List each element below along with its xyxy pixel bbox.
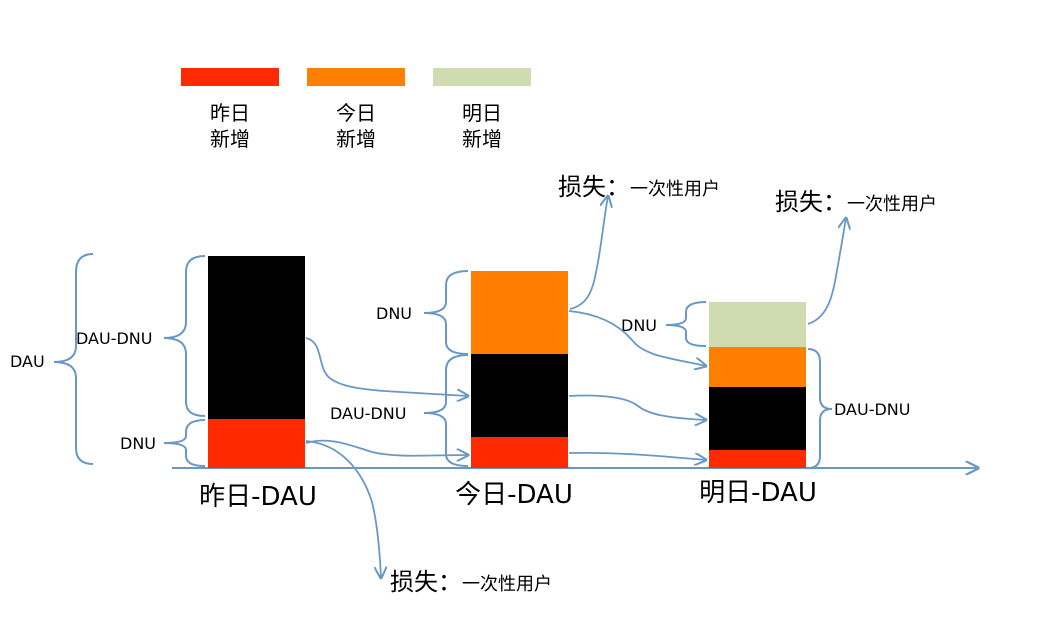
bracket-label-today-dnu: DNU	[376, 304, 412, 323]
bracket-yesterday-dnu	[163, 419, 206, 467]
loss-label-today: 损失：一次性用户	[558, 173, 720, 201]
loss-arrow-today	[569, 196, 608, 310]
bracket-tomorrow-dnu	[665, 301, 707, 347]
bar-today-dnu	[471, 271, 568, 354]
flow-arrow-today-new-to-tomorrow	[568, 310, 706, 366]
bracket-label-tomorrow-dau-dnu: DAU-DNU	[834, 400, 910, 419]
bar-today-retained-black	[471, 354, 568, 437]
bracket-today-dnu	[423, 270, 469, 355]
legend-swatch-yesterday-new	[181, 68, 279, 86]
bracket-today-dau-dnu	[423, 354, 469, 467]
bracket-tomorrow-dau-dnu	[807, 348, 833, 469]
bar-yesterday	[208, 256, 305, 468]
flow-arrows	[305, 196, 846, 578]
loss-label-today-sub: 一次性用户	[630, 179, 720, 200]
bar-today-retained-red	[471, 437, 568, 468]
loss-label-tomorrow: 损失：一次性用户	[775, 188, 937, 216]
loss-label-tomorrow-main: 损失：	[775, 188, 847, 216]
legend: 昨日 新增 今日 新增 明日 新增	[181, 68, 531, 151]
loss-label-yesterday: 损失：一次性用户	[390, 568, 552, 596]
bar-tomorrow-retained-red	[709, 450, 806, 468]
loss-label-today-main: 损失：	[558, 173, 630, 201]
flow-arrow-yesterday-new-to-today	[305, 439, 468, 456]
brackets	[53, 253, 833, 469]
flow-arrow-today-retained-to-tomorrow	[568, 394, 706, 420]
legend-label-tomorrow-l1: 明日	[462, 101, 502, 125]
bar-tomorrow	[709, 302, 806, 468]
loss-label-yesterday-sub: 一次性用户	[462, 574, 552, 595]
bar-label-tomorrow: 明日-DAU	[699, 478, 817, 508]
loss-arrow-tomorrow	[807, 218, 846, 325]
bracket-label-tomorrow-dnu: DNU	[621, 316, 657, 335]
legend-swatch-tomorrow-new	[433, 68, 531, 86]
loss-label-tomorrow-sub: 一次性用户	[847, 194, 937, 215]
bar-yesterday-dnu	[208, 419, 305, 468]
legend-label-today-l2: 新增	[336, 127, 376, 151]
bar-tomorrow-retained-black	[709, 387, 806, 450]
bar-tomorrow-dnu	[709, 302, 806, 347]
bar-label-yesterday: 昨日-DAU	[199, 482, 317, 512]
bar-yesterday-dau-dnu	[208, 256, 305, 419]
loss-label-yesterday-main: 损失：	[390, 568, 462, 596]
bracket-label-yesterday-dau-dnu: DAU-DNU	[76, 329, 152, 348]
loss-arrow-yesterday	[305, 440, 381, 578]
legend-label-today-l1: 今日	[336, 101, 376, 125]
legend-label-yesterday-l2: 新增	[210, 127, 250, 151]
flow-arrow-today-red-to-tomorrow	[568, 451, 706, 460]
legend-swatch-today-new	[307, 68, 405, 86]
bracket-yesterday-dau-dnu	[163, 255, 206, 417]
bracket-label-today-dau-dnu: DAU-DNU	[330, 404, 406, 423]
flow-arrow-yesterday-retained-to-today	[305, 337, 468, 396]
bar-today	[471, 271, 568, 468]
legend-label-tomorrow-l2: 新增	[462, 127, 502, 151]
bracket-label-yesterday-dnu: DNU	[120, 434, 156, 453]
bracket-label-dau: DAU	[10, 352, 45, 371]
bar-label-today: 今日-DAU	[455, 480, 573, 510]
bracket-dau	[53, 253, 94, 465]
legend-label-yesterday-l1: 昨日	[210, 101, 250, 125]
bar-tomorrow-retained-orange	[709, 347, 806, 387]
